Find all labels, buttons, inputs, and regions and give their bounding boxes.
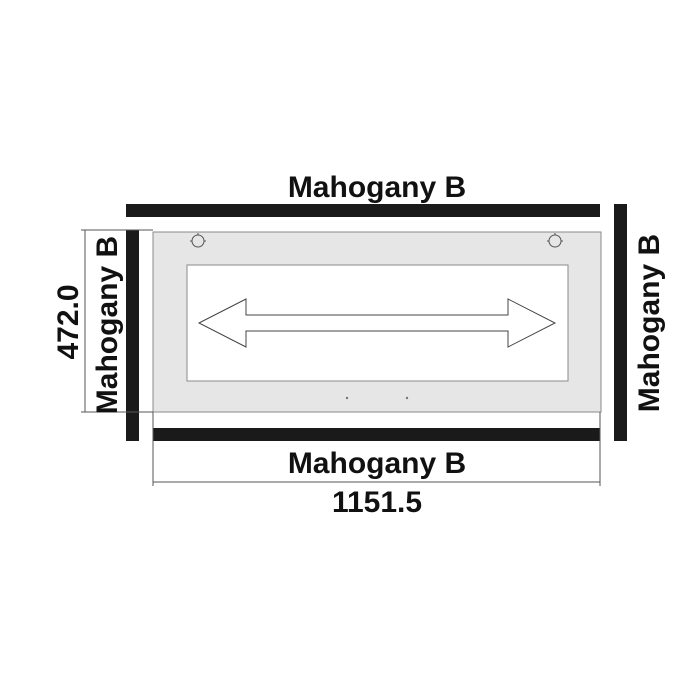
left-edge-band: [126, 230, 139, 441]
right-edge-label: Mahogany B: [633, 234, 666, 412]
height-dimension-line: [81, 229, 153, 413]
top-edge-band: [126, 204, 600, 217]
small-mark-right: [405, 396, 409, 400]
double-headed-arrow-icon: [197, 298, 557, 348]
left-edge-label: Mahogany B: [91, 236, 124, 414]
bottom-edge-band: [153, 428, 600, 441]
width-dimension-line: [152, 412, 601, 486]
height-dimension-label: 472.0: [52, 284, 85, 359]
right-edge-band: [614, 204, 627, 441]
mounting-hole-left-icon: [190, 233, 206, 248]
small-mark-left: [345, 396, 349, 400]
width-dimension-label: 1151.5: [332, 486, 422, 519]
mounting-hole-right-icon: [547, 233, 563, 248]
top-edge-label: Mahogany B: [288, 171, 466, 204]
bottom-edge-label: Mahogany B: [288, 447, 466, 480]
